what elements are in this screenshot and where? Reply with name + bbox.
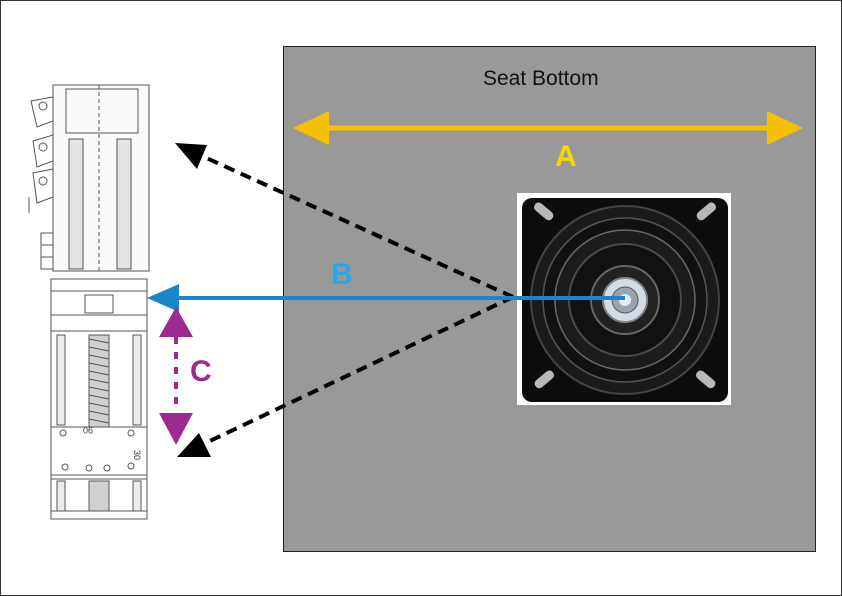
actuator-rail-section xyxy=(50,278,148,520)
actuator-motor-section xyxy=(28,84,150,272)
dashed-arrow-lower xyxy=(192,295,514,451)
label-b: B xyxy=(331,258,353,291)
dashed-arrowhead-lower xyxy=(177,433,211,457)
dimension-arrow-c xyxy=(159,307,193,445)
label-c: C xyxy=(190,355,212,388)
dimension-label-90: 90 xyxy=(83,425,93,435)
dashed-arrow-upper xyxy=(190,149,514,299)
dimension-arrow-a xyxy=(293,111,803,145)
dashed-arrows xyxy=(175,143,514,457)
label-a: A xyxy=(555,140,577,173)
dashed-arrowhead-upper xyxy=(175,143,207,169)
seat-bottom-label: Seat Bottom xyxy=(483,67,599,90)
dimension-label-30: 30 xyxy=(132,450,142,460)
linear-actuator-drawing xyxy=(28,84,150,520)
dimension-arrow-b xyxy=(147,284,625,312)
